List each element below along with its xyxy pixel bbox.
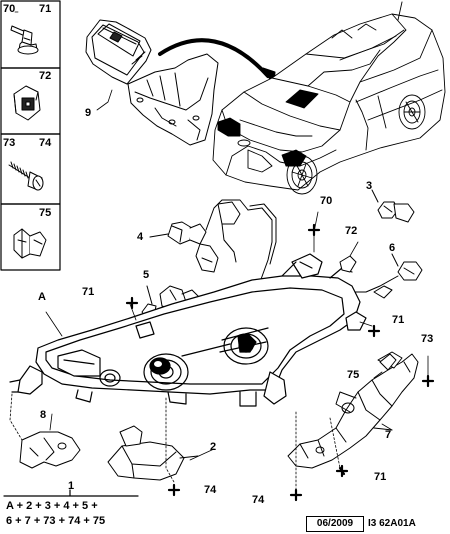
callout-75: 75 [347,369,360,381]
footer-date-box: 06/2009 [306,516,364,532]
callout-74-lower: 74 [252,494,265,506]
callout-5: 5 [143,269,150,281]
vehicle-illustration [212,1,446,195]
sidebar-ref-72: 72 [39,70,52,82]
callout-72: 72 [345,225,358,237]
clip-nut-icon [13,85,41,121]
lower-bracket-8 [19,431,81,469]
sidebar-ref-70: 70 [3,3,16,15]
plastic-clip-icon [13,228,47,259]
sidebar-ref-75: 75 [39,207,52,219]
bulb-4-with-harness [149,199,277,283]
headlamp-assembly [9,253,367,407]
clip-75-shape [379,353,397,371]
callout-8: 8 [40,409,47,421]
lower-bracket-2 [107,425,199,481]
sidebar-ref-73: 73 [3,137,16,149]
callout-71-bottom: 71 [374,471,387,483]
callout-71-right: 71 [392,314,405,326]
callout-73: 73 [421,333,434,345]
sidebar-ref-71: 71 [39,3,52,15]
callout-A: A [38,291,46,303]
callout-74-center: 74 [204,484,217,496]
sidebar-parts-legend [0,0,61,271]
footer-reference: I3 62A01A [368,518,416,529]
sidebar-ref-74: 74 [39,137,52,149]
flange-screw-icon [10,25,39,55]
callout-3: 3 [366,180,373,192]
callout-6: 6 [389,242,396,254]
tapping-screw-icon [8,161,44,191]
callout-9: 9 [85,107,92,119]
leader-lines [14,11,113,111]
callout-70: 70 [320,195,333,207]
callout-2: 2 [210,441,217,453]
callout-7: 7 [385,429,392,441]
callout-4: 4 [137,231,144,243]
headlamp-rear-bracket-part [127,53,219,146]
formula-bracket [3,489,139,497]
bulb-3 [371,189,415,223]
assembly-formula-line-1: A + 2 + 3 + 4 + 5 + [6,500,98,512]
assembly-formula-line-2: 6 + 7 + 73 + 74 + 75 [6,515,106,527]
callout-1: 1 [68,480,75,492]
connector-6 [351,253,423,299]
ballast-module-part [85,19,152,85]
clip-72-shape [339,255,357,273]
fastener-plus-markers [125,223,435,502]
callout-71-left: 71 [82,286,95,298]
callout-arc [158,38,270,78]
